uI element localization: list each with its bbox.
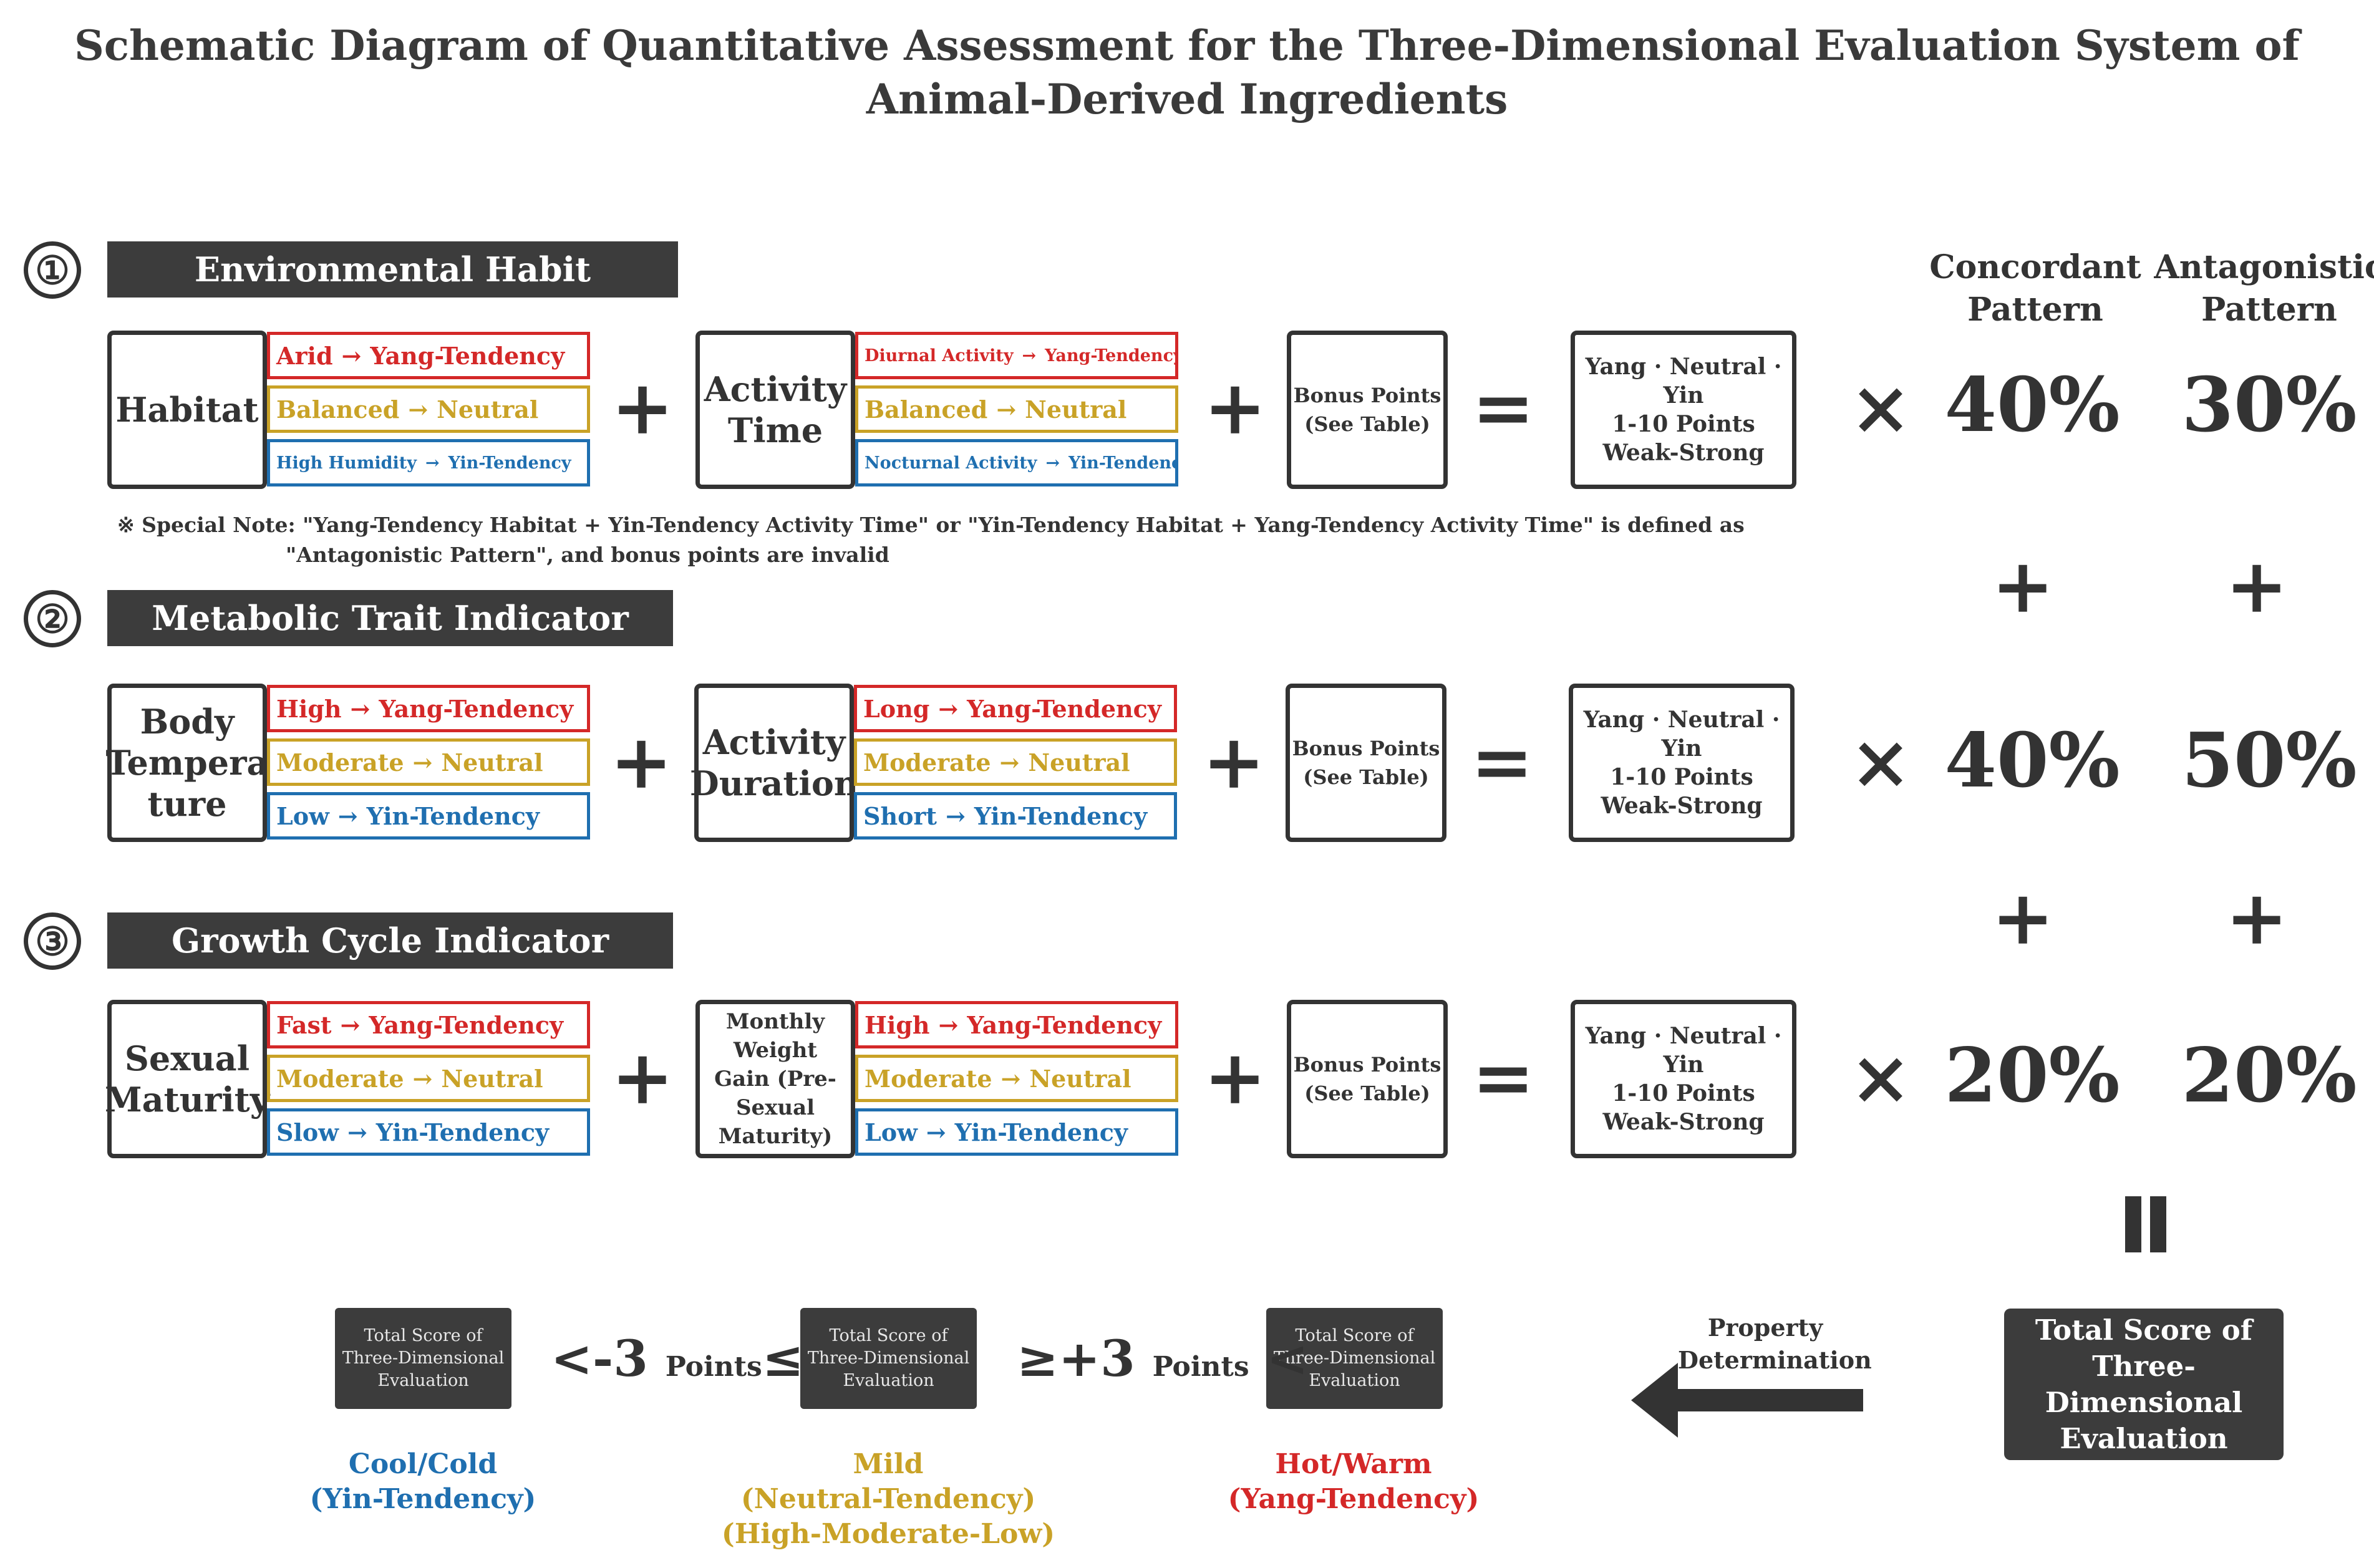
option-neutral: Moderate→Neutral (267, 738, 590, 786)
option-yang: Arid→Yang-Tendency (267, 332, 590, 379)
total-score-box: Total Score of Three-Dimensional Evaluat… (2004, 1309, 2284, 1460)
option-yin: Short→Yin-Tendency (854, 792, 1177, 840)
plus-sign: + (611, 1033, 674, 1121)
times-sign: × (1849, 1033, 1912, 1121)
option-neutral: Balanced→Neutral (267, 385, 590, 433)
option-yang: High→Yang-Tendency (267, 685, 590, 732)
total-score-box-small: Total Score of Three-Dimensional Evaluat… (335, 1308, 511, 1409)
option-neutral: Balanced→Neutral (855, 385, 1178, 433)
diagram-title: Schematic Diagram of Quantitative Assess… (74, 21, 2300, 123)
activity-duration-box: Activity Duration (690, 684, 858, 842)
antagonistic-pattern-header: Antagonistic Pattern (2154, 248, 2374, 329)
option-neutral: Moderate→Neutral (854, 738, 1177, 786)
concordant-weight: 40% (1944, 717, 2120, 805)
bonus-points-box: Bonus Points (See Table) (1287, 1000, 1448, 1158)
body-temperature-options: High→Yang-Tendency Moderate→Neutral Low→… (267, 685, 590, 840)
concordant-pattern-header: Concordant Pattern (1929, 248, 2141, 329)
option-yang: High→Yang-Tendency (855, 1001, 1178, 1048)
plus-sign: + (609, 718, 673, 806)
option-neutral: Moderate→Neutral (855, 1055, 1178, 1102)
antagonistic-weight: 20% (2181, 1032, 2357, 1120)
option-yin: Nocturnal Activity→Yin-Tendency (855, 439, 1178, 486)
body-temperature-box: Body Tempera ture (105, 684, 269, 842)
plus-sign: + (1991, 542, 2055, 630)
plus-sign: + (1203, 364, 1267, 452)
bonus-points-box: Bonus Points (See Table) (1287, 331, 1448, 489)
plus-sign: + (1202, 718, 1266, 806)
option-yin: Low→Yin-Tendency (267, 792, 590, 840)
bonus-points-box: Bonus Points (See Table) (1286, 684, 1446, 842)
sexual-maturity-options: Fast→Yang-Tendency Moderate→Neutral Slow… (267, 1001, 590, 1156)
equals-bar-left (2125, 1196, 2141, 1252)
indicator-3-header: Growth Cycle Indicator (107, 912, 673, 969)
equals-sign: = (1471, 1033, 1535, 1121)
indicator-3-number: ③ (24, 912, 81, 970)
monthly-weight-gain-options: High→Yang-Tendency Moderate→Neutral Low→… (855, 1001, 1178, 1156)
total-score-box-small: Total Score of Three-Dimensional Evaluat… (1266, 1308, 1443, 1409)
threshold-low: <-3 Points≤ (551, 1329, 804, 1388)
option-neutral: Moderate→Neutral (267, 1055, 590, 1102)
result-mild: Mild(Neutral-Tendency)(High-Moderate-Low… (721, 1448, 1055, 1550)
special-note: ※ Special Note: "Yang-Tendency Habitat +… (117, 513, 1745, 567)
total-score-box-small: Total Score of Three-Dimensional Evaluat… (800, 1308, 977, 1409)
option-yin: Slow→Yin-Tendency (267, 1108, 590, 1156)
equals-bar-right (2150, 1196, 2166, 1252)
habitat-options: Arid→Yang-Tendency Balanced→Neutral High… (267, 332, 590, 486)
times-sign: × (1849, 364, 1912, 452)
equals-sign: = (1471, 364, 1535, 452)
indicator-2-number: ② (24, 590, 81, 647)
times-sign: × (1849, 718, 1912, 806)
habitat-box: Habitat (107, 331, 267, 489)
activity-time-box: Activity Time (695, 331, 855, 489)
plus-sign: + (1203, 1033, 1267, 1121)
result-cool-cold: Cool/Cold(Yin-Tendency) (309, 1448, 536, 1515)
plus-sign: + (1991, 874, 2055, 962)
left-arrow-icon (1631, 1363, 1863, 1438)
antagonistic-weight: 30% (2181, 361, 2357, 449)
monthly-weight-gain-box: Monthly Weight Gain (Pre-Sexual Maturity… (695, 1000, 855, 1158)
antagonistic-weight: 50% (2181, 717, 2357, 805)
plus-sign: + (611, 364, 674, 452)
option-yang: Diurnal Activity→Yang-Tendency (855, 332, 1178, 379)
plus-sign: + (2225, 542, 2289, 630)
indicator-2-header: Metabolic Trait Indicator (107, 590, 673, 646)
option-yin: Low→Yin-Tendency (855, 1108, 1178, 1156)
threshold-high: ≥+3 Points < (1017, 1329, 1309, 1388)
activity-time-options: Diurnal Activity→Yang-Tendency Balanced→… (855, 332, 1178, 486)
concordant-weight: 20% (1944, 1032, 2120, 1120)
option-yang: Fast→Yang-Tendency (267, 1001, 590, 1048)
option-yang: Long→Yang-Tendency (854, 685, 1177, 732)
result-hot-warm: Hot/Warm(Yang-Tendency) (1228, 1448, 1480, 1515)
equals-sign: = (1470, 718, 1534, 806)
option-yin: High Humidity→Yin-Tendency (267, 439, 590, 486)
sexual-maturity-box: Sexual Maturity (105, 1000, 269, 1158)
plus-sign: + (2225, 874, 2289, 962)
property-determination-label: Property Determination (1678, 1314, 1872, 1374)
indicator-1-header: Environmental Habit Indicator (107, 241, 678, 346)
concordant-weight: 40% (1944, 361, 2120, 449)
indicator-1-number: ① (24, 241, 81, 299)
activity-duration-options: Long→Yang-Tendency Moderate→Neutral Shor… (854, 685, 1177, 840)
